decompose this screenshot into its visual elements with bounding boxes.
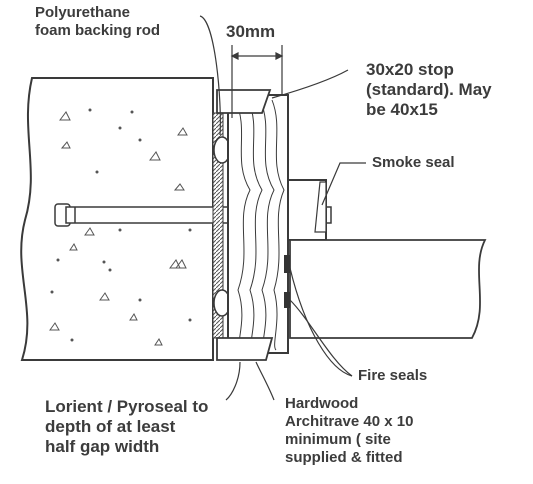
sealant-label: Lorient / Pyroseal to depth of at least … — [45, 397, 209, 456]
timber-frame — [227, 94, 289, 354]
stop-label: 30x20 stop (standard). May be 40x15 — [366, 60, 492, 119]
fire-seal-bottom — [284, 292, 290, 308]
smoke-seal-label: Smoke seal — [372, 154, 455, 171]
door-leaf — [289, 239, 487, 339]
smoke-seal-shape — [314, 181, 327, 233]
fire-seals-label: Fire seals — [358, 367, 428, 384]
architrave-bottom — [216, 337, 274, 361]
architrave-top — [216, 89, 272, 114]
leader-lines — [199, 15, 366, 401]
fire-seal-top — [284, 255, 290, 273]
backing-rod-label: Polyurethane foam backing rod — [35, 4, 161, 39]
architrave-label: Hardwood Architrave 40 x 10 minimum ( si… — [285, 395, 414, 466]
gap-dimension — [230, 45, 284, 118]
gap-dimension-label: 30mm — [226, 22, 276, 41]
